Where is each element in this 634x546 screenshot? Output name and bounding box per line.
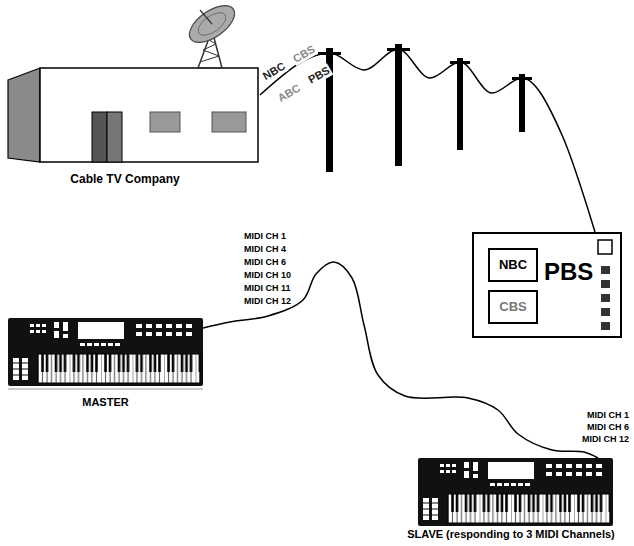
channel-name: ABC xyxy=(275,81,304,105)
door xyxy=(92,112,107,162)
channel-name: NBC xyxy=(260,59,289,83)
utility-pole xyxy=(457,58,463,150)
tv-control xyxy=(601,294,610,302)
keyboard-base xyxy=(8,388,203,390)
midi-channel-label: MIDI CH 10 xyxy=(243,270,292,280)
channel-label: CBS xyxy=(499,300,526,315)
midi-channel-label: MIDI CH 4 xyxy=(243,244,287,254)
keyboard-node: MASTER xyxy=(8,318,203,414)
node-label: MASTER xyxy=(82,396,128,409)
channel-label: PBS xyxy=(544,258,593,286)
utility-pole xyxy=(395,44,402,166)
building-front xyxy=(40,68,258,162)
channel-label: NBC xyxy=(499,258,527,273)
cable-connector xyxy=(260,49,595,232)
tv-screen: PBS NBC CBS xyxy=(472,232,622,338)
tv-button xyxy=(598,240,612,254)
midi-channel-label: MIDI CH 12 xyxy=(243,296,292,306)
dish-ring xyxy=(194,8,229,39)
midi-channel-label: MIDI CH 1 xyxy=(243,231,287,241)
keyboard-node: SLAVE (responding to 3 MIDI Channels) xyxy=(394,458,628,544)
satellite-dish xyxy=(183,0,241,50)
channel-inset: CBS xyxy=(488,290,538,324)
utility-pole xyxy=(519,74,525,132)
window xyxy=(212,112,246,132)
building-node: Cable TV Company xyxy=(8,60,260,192)
channel-name: PBS xyxy=(305,63,333,86)
tv-control xyxy=(601,322,610,330)
midi-channel-label: MIDI CH 6 xyxy=(586,422,630,432)
window xyxy=(150,112,180,132)
keyboard-illustration xyxy=(418,458,613,526)
cable-connector xyxy=(203,262,598,458)
midi-channel-label: MIDI CH 6 xyxy=(243,257,287,267)
door xyxy=(107,112,122,162)
channel-name: CBS xyxy=(290,42,318,66)
tv-control xyxy=(601,308,610,316)
dish-feed xyxy=(200,10,212,24)
node-label: SLAVE (responding to 3 MIDI Channels) xyxy=(407,528,615,541)
node-label: Cable TV Company xyxy=(70,173,179,187)
tv-control xyxy=(601,266,610,274)
tv-control xyxy=(601,280,610,288)
midi-channel-label: MIDI CH 11 xyxy=(243,283,292,293)
building-side xyxy=(8,68,40,162)
midi-channel-label: MIDI CH 12 xyxy=(581,434,630,444)
midi-channel-label: MIDI CH 1 xyxy=(586,410,630,420)
channel-inset: NBC xyxy=(488,248,538,282)
keyboard-illustration xyxy=(8,318,203,386)
